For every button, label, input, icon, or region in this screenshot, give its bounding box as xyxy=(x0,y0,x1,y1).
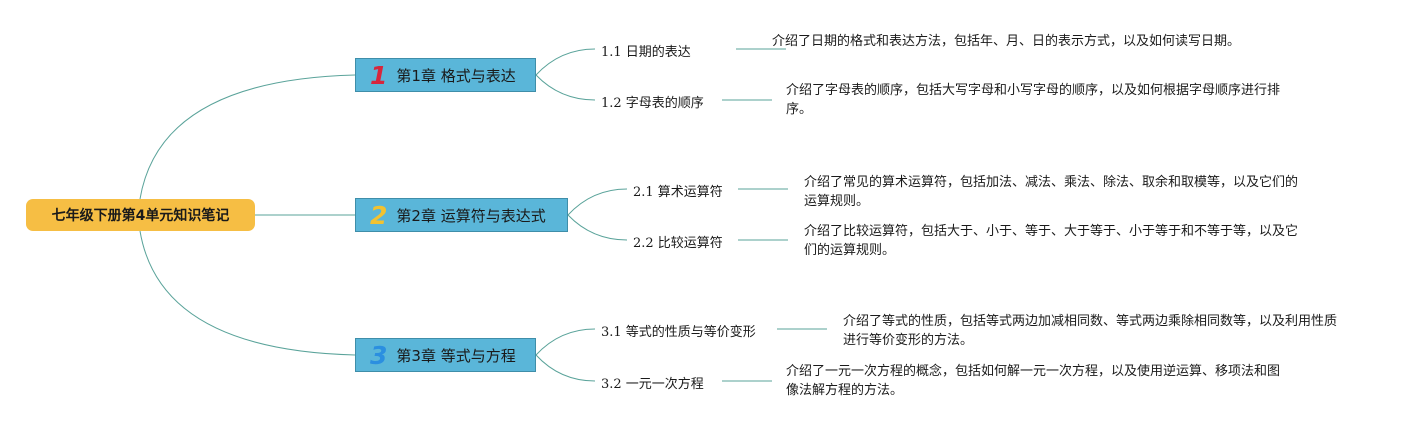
section-2-2-description: 介绍了比较运算符，包括大于、小于、等于、大于等于、小于等于和不等于等，以及它们的… xyxy=(804,224,1299,258)
chapter-3-node[interactable]: 3 第3章 等式与方程 xyxy=(355,338,536,372)
section-2-1-title: 2.1 算术运算符 xyxy=(633,185,723,200)
number-2-icon: 2 xyxy=(370,200,388,230)
section-2-1[interactable]: 2.1 算术运算符 xyxy=(633,181,723,200)
root-to-chapter-3-line xyxy=(139,230,356,356)
section-2-2[interactable]: 2.2 比较运算符 xyxy=(633,232,723,251)
root-to-chapter-1-line xyxy=(139,74,356,200)
chapter-1-to-section-2-line xyxy=(535,74,596,101)
section-1-2[interactable]: 1.2 字母表的顺序 xyxy=(601,92,704,111)
chapter-2-node[interactable]: 2 第2章 运算符与表达式 xyxy=(355,198,568,232)
root-topic[interactable]: 七年级下册第4单元知识笔记 xyxy=(26,199,255,231)
chapter-3-to-section-2-line xyxy=(535,354,596,382)
section-3-2-description: 介绍了一元一次方程的概念，包括如何解一元一次方程，以及使用逆运算、移项法和图像法… xyxy=(786,364,1281,398)
section-3-1[interactable]: 3.1 等式的性质与等价变形 xyxy=(601,321,756,340)
chapter-2-to-section-2-line xyxy=(567,214,628,241)
chapter-1-node[interactable]: 1 第1章 格式与表达 xyxy=(355,58,536,92)
section-1-2-description: 介绍了字母表的顺序，包括大写字母和小写字母的顺序，以及如何根据字母顺序进行排序。 xyxy=(786,83,1281,117)
section-3-1-title: 3.1 等式的性质与等价变形 xyxy=(601,325,756,340)
section-1-1-description: 介绍了日期的格式和表达方法，包括年、月、日的表示方式，以及如何读写日期。 xyxy=(772,34,1241,49)
section-2-1-description: 介绍了常见的算术运算符，包括加法、减法、乘法、除法、取余和取模等，以及它们的运算… xyxy=(804,175,1299,209)
number-1-icon: 1 xyxy=(370,60,388,90)
section-1-1[interactable]: 1.1 日期的表达 xyxy=(601,41,691,60)
chapter-1-title: 第1章 格式与表达 xyxy=(396,66,516,85)
number-3-icon: 3 xyxy=(370,340,388,370)
section-3-1-description: 介绍了等式的性质，包括等式两边加减相同数、等式两边乘除相同数等，以及利用性质进行… xyxy=(843,314,1338,348)
chapter-3-to-section-1-line xyxy=(535,328,596,356)
root-title: 七年级下册第4单元知识笔记 xyxy=(51,208,230,224)
chapter-2-title: 第2章 运算符与表达式 xyxy=(396,206,546,225)
section-3-2-title: 3.2 一元一次方程 xyxy=(601,377,704,392)
section-3-2[interactable]: 3.2 一元一次方程 xyxy=(601,373,704,392)
chapter-2-to-section-1-line xyxy=(567,188,628,216)
section-2-2-title: 2.2 比较运算符 xyxy=(633,236,723,251)
chapter-1-to-section-1-line xyxy=(535,48,596,76)
section-1-1-title: 1.1 日期的表达 xyxy=(601,45,691,60)
chapter-3-title: 第3章 等式与方程 xyxy=(396,346,516,365)
section-1-2-title: 1.2 字母表的顺序 xyxy=(601,96,704,111)
